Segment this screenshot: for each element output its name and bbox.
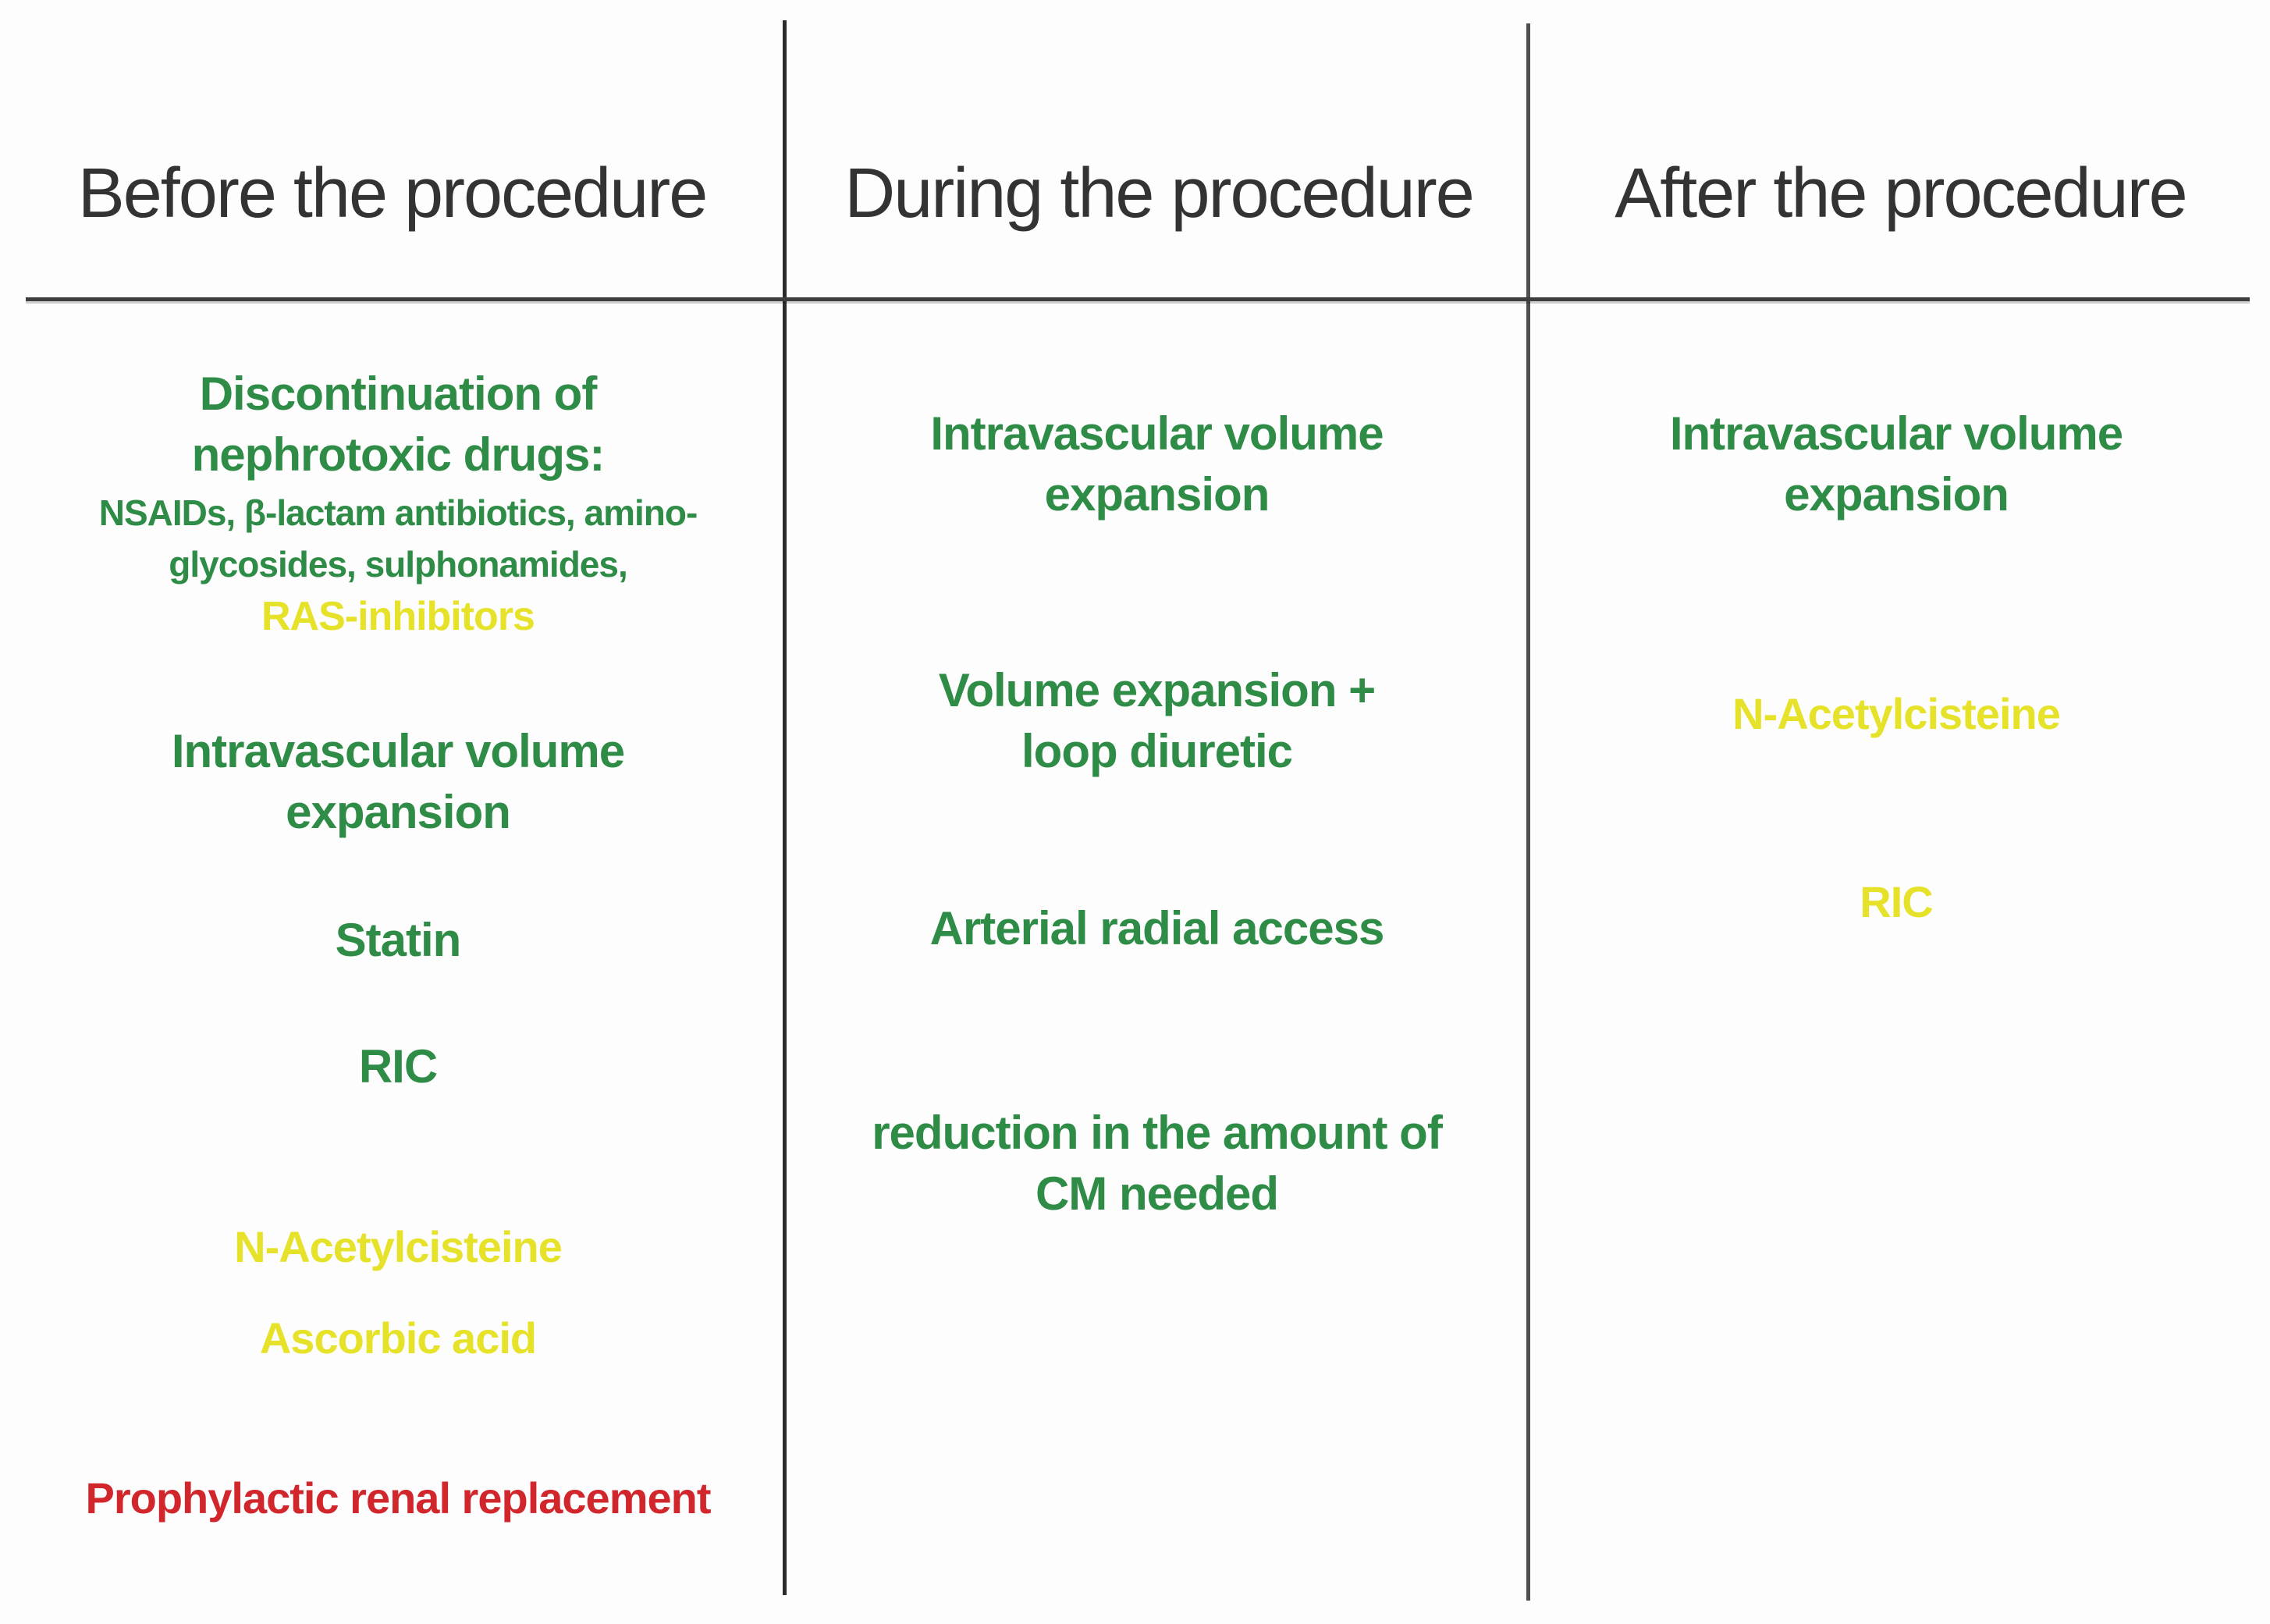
treatment-item-line: Intravascular volume <box>171 725 625 777</box>
treatment-item-volume-expansion-loop-diuretic: Volume expansion + loop diuretic <box>792 660 1522 782</box>
treatment-item-ric-after: RIC <box>1533 875 2259 929</box>
treatment-item-ric-before: RIC <box>12 1036 784 1097</box>
treatment-item-line: CM needed <box>1035 1167 1279 1220</box>
treatment-item-prophylactic-renal-replacement: Prophylactic renal replacement <box>12 1471 784 1526</box>
column-header-before: Before the procedure <box>77 155 709 233</box>
column-header-after: After the procedure <box>1615 155 2187 233</box>
treatment-item-line: Prophylactic renal replacement <box>85 1473 711 1523</box>
treatment-item-nac-before: N-Acetylcisteine <box>12 1220 784 1274</box>
treatment-item-arterial-radial-access: Arterial radial access <box>792 898 1522 959</box>
treatment-item-line: reduction in the amount of <box>872 1107 1443 1159</box>
treatment-item-nephrotoxic-drug-list: NSAIDs, β-lactam antibiotics, amino- gly… <box>12 487 784 590</box>
treatment-item-volume-expansion-after: Intravascular volume expansion <box>1533 403 2259 525</box>
treatment-item-line: expansion <box>1044 468 1270 521</box>
treatment-item-line: RIC <box>358 1040 438 1093</box>
header-divider <box>26 297 2250 301</box>
treatment-item-line: expansion <box>286 786 511 838</box>
column-divider-left <box>783 20 787 1595</box>
column-divider-right <box>1526 23 1530 1601</box>
treatment-item-line: expansion <box>1784 468 2009 521</box>
treatment-item-line: Arterial radial access <box>929 902 1385 954</box>
treatment-item-line: loop diuretic <box>1021 725 1293 777</box>
treatment-item-ascorbic-acid: Ascorbic acid <box>12 1311 784 1366</box>
treatment-item-line: Statin <box>335 914 462 966</box>
treatment-item-line: Intravascular volume <box>930 407 1384 460</box>
treatment-item-line: Volume expansion + <box>938 664 1376 716</box>
treatment-item-line: nephrotoxic drugs: <box>191 428 606 481</box>
treatment-item-line: Discontinuation of <box>199 368 598 420</box>
treatment-item-cm-reduction: reduction in the amount of CM needed <box>792 1103 1522 1224</box>
treatment-item-line: RAS-inhibitors <box>261 594 535 639</box>
treatment-item-line: RIC <box>1860 877 1933 926</box>
treatment-item-line: N-Acetylcisteine <box>234 1222 563 1271</box>
column-header-during: During the procedure <box>844 155 1475 233</box>
treatment-item-line: NSAIDs, β-lactam antibiotics, amino- <box>98 492 698 533</box>
treatment-item-line: N-Acetylcisteine <box>1732 689 2061 738</box>
treatment-item-line: glycosides, sulphonamides, <box>169 544 628 585</box>
treatment-item-discontinuation: Discontinuation of nephrotoxic drugs: <box>12 364 784 485</box>
treatment-item-line: Intravascular volume <box>1669 407 2123 460</box>
treatment-item-statin: Statin <box>12 910 784 971</box>
treatment-item-volume-expansion-before: Intravascular volume expansion <box>12 721 784 843</box>
treatment-item-line: Ascorbic acid <box>259 1313 537 1363</box>
treatment-item-volume-expansion-during: Intravascular volume expansion <box>792 403 1522 525</box>
treatment-item-nac-after: N-Acetylcisteine <box>1533 687 2259 741</box>
treatment-item-ras-inhibitors: RAS-inhibitors <box>12 591 784 642</box>
